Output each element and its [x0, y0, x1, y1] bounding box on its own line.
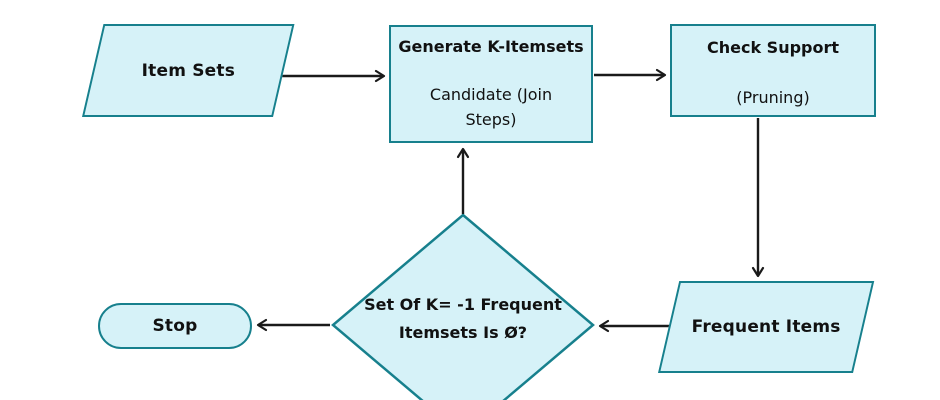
frequent-items-label: Frequent Items — [691, 317, 841, 337]
node-frequent-items: Frequent Items — [658, 281, 875, 373]
check-support-title: Check Support — [706, 38, 840, 57]
node-decision: Set Of K= -1 Frequent Itemsets Is Ø? — [338, 291, 588, 347]
decision-label-line1: Set Of K= -1 Frequent — [364, 295, 562, 314]
check-support-subtitle: (Pruning) — [736, 88, 810, 107]
item-sets-label: Item Sets — [141, 60, 235, 81]
node-check-support: Check Support (Pruning) — [670, 24, 876, 117]
decision-label-line2: Itemsets Is Ø? — [398, 323, 528, 342]
node-item-sets: Item Sets — [82, 24, 295, 117]
node-stop: Stop — [98, 303, 252, 349]
generate-k-itemsets-subtitle: Candidate (Join Steps) — [429, 85, 553, 129]
generate-k-itemsets-title: Generate K-Itemsets — [398, 37, 584, 56]
stop-label: Stop — [152, 316, 198, 336]
node-generate-k-itemsets: Generate K-Itemsets Candidate (Join Step… — [389, 25, 593, 143]
